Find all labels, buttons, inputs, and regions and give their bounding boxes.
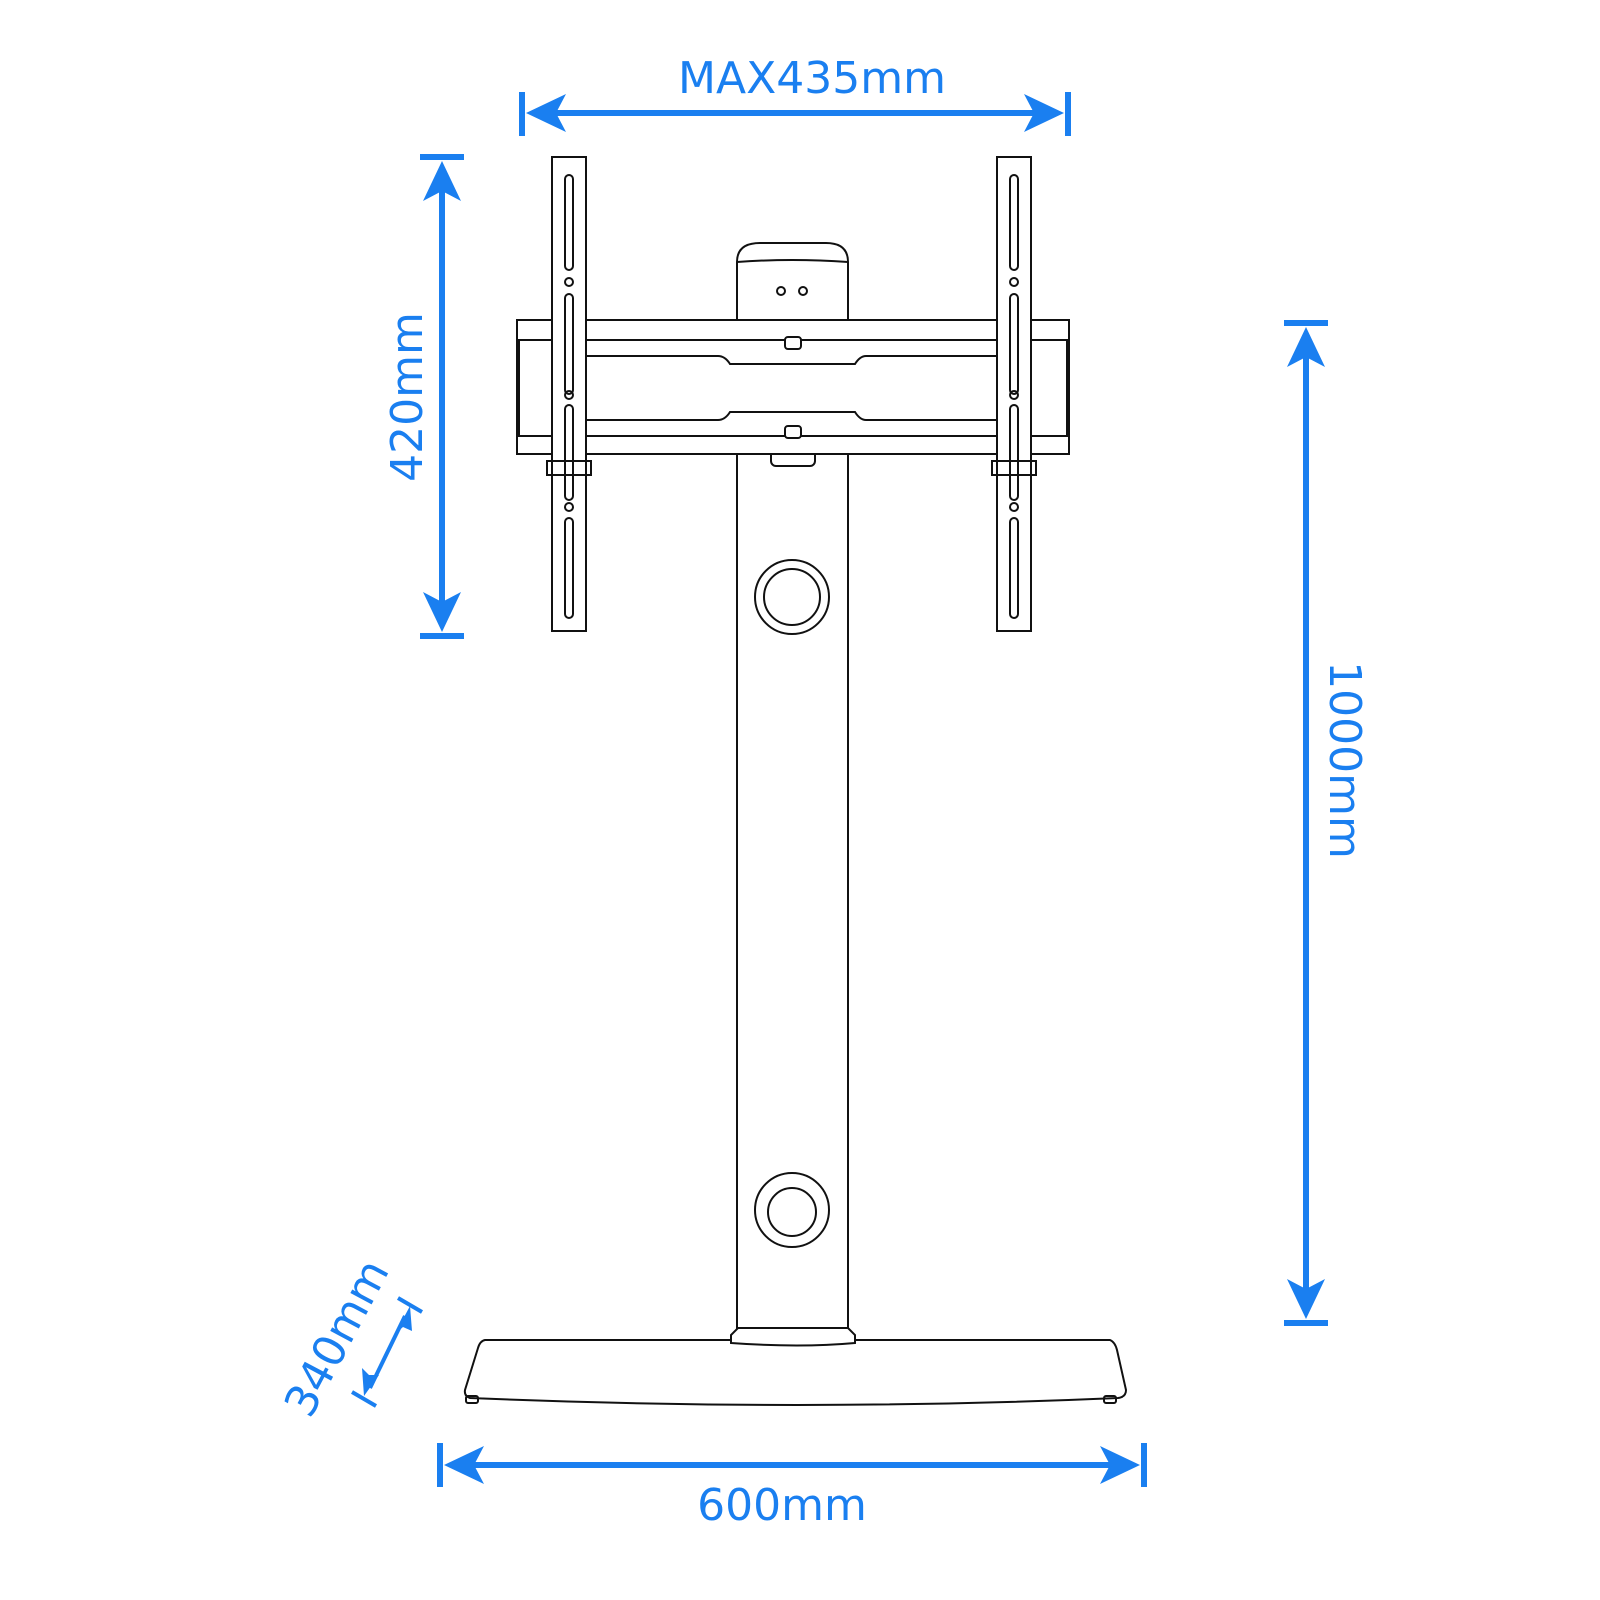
arrowhead-icon xyxy=(423,161,461,201)
arrowhead-icon xyxy=(444,1446,484,1484)
arrowhead-icon xyxy=(1024,94,1064,132)
dimension-base-depth: 340mm xyxy=(275,1251,424,1425)
arrowhead-icon xyxy=(1287,1279,1325,1319)
base-width-label: 600mm xyxy=(697,1480,867,1531)
arrowhead-icon xyxy=(1100,1446,1140,1484)
max-width-label: MAX435mm xyxy=(678,53,946,104)
stand-base xyxy=(463,1327,1128,1406)
arrowhead-icon xyxy=(362,1368,379,1396)
base-depth-label: 340mm xyxy=(275,1251,400,1425)
arrowhead-icon xyxy=(526,94,566,132)
arrowhead-icon xyxy=(395,1306,412,1334)
arrowhead-icon xyxy=(1287,327,1325,367)
dimension-bracket-height: 420mm xyxy=(382,154,464,639)
dimension-total-height: 1000mm xyxy=(1284,320,1370,1326)
total-height-label: 1000mm xyxy=(1319,661,1370,859)
dimension-base-width: 600mm xyxy=(437,1443,1147,1531)
arrowhead-icon xyxy=(423,592,461,632)
bracket-height-label: 420mm xyxy=(382,312,433,482)
left-vesa-bracket xyxy=(546,156,592,632)
dimension-max-width: MAX435mm xyxy=(519,53,1071,136)
mounting-crossbars xyxy=(516,319,1070,455)
right-vesa-bracket xyxy=(991,156,1037,632)
